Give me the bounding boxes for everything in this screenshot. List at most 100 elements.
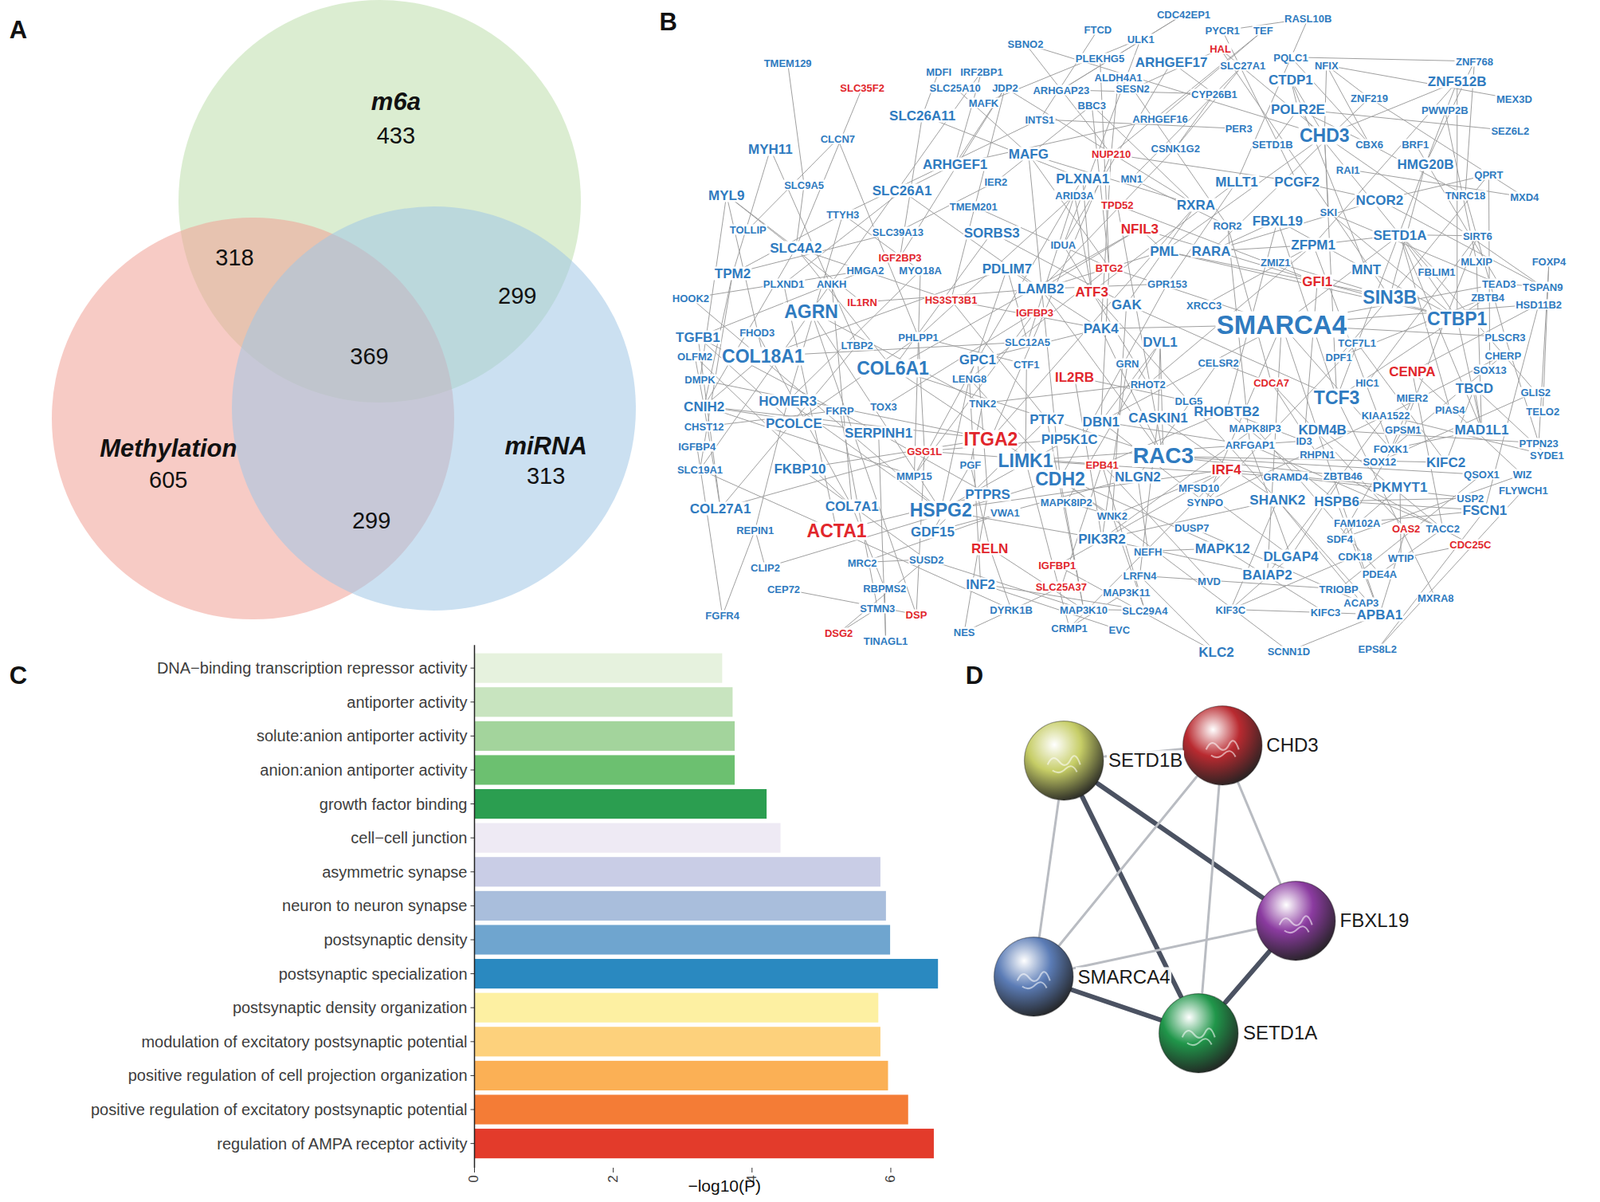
network-edge — [1328, 211, 1457, 318]
gene-label: TACC2 — [1425, 523, 1461, 534]
gene-label: SLC25A37 — [1035, 581, 1088, 593]
axis-title: −log10(P) — [687, 1176, 761, 1195]
gene-label: MXD4 — [1509, 192, 1540, 203]
network-edge — [1425, 81, 1458, 165]
gene-label: TINAGL1 — [862, 635, 910, 647]
gene-label: RASL10B — [1283, 13, 1333, 24]
gene-label: MYL9 — [707, 188, 746, 202]
gene-label: SLC35F2 — [839, 82, 886, 94]
category-label: antiporter activity — [346, 693, 467, 710]
gene-label: CSNK1G2 — [1150, 142, 1201, 153]
gene-label: DLGAP4 — [1262, 549, 1319, 563]
network-edge — [699, 379, 991, 439]
gene-label: SETD1A — [1372, 227, 1428, 242]
gene-label: IER2 — [983, 176, 1008, 187]
category-label: modulation of excitatory postsynaptic po… — [141, 1032, 467, 1050]
category-label: positive regulation of cell projection o… — [128, 1066, 468, 1084]
category-label: postsynaptic specialization — [278, 964, 468, 982]
gene-label: CTF1 — [1012, 359, 1041, 370]
gene-label: IL2RB — [1054, 369, 1095, 384]
sphere-graphic — [1157, 992, 1240, 1074]
gene-label: CDK18 — [1337, 550, 1373, 561]
category-label: solute:anion antiporter activity — [256, 727, 468, 745]
gene-label: CTBP1 — [1426, 309, 1488, 328]
gene-label: SBNO2 — [1007, 39, 1045, 50]
network-edge — [893, 228, 1141, 369]
network-edge — [1160, 341, 1164, 456]
gene-label: ARHGAP23 — [1031, 84, 1091, 95]
gene-label: CLIP2 — [749, 562, 781, 573]
network-edge — [918, 337, 926, 451]
gene-label: MAPK12 — [1194, 541, 1251, 555]
gene-label: RHOBTB2 — [1192, 404, 1260, 419]
gene-label: COL27A1 — [689, 501, 753, 515]
gene-label: MMP15 — [895, 470, 934, 481]
network-edge — [690, 298, 942, 510]
gene-label: SMARCA4 — [1215, 311, 1348, 338]
gene-label: FKBP10 — [772, 461, 827, 475]
gene-label: NCOR2 — [1355, 192, 1405, 207]
gene-label: IGFBP4 — [677, 440, 717, 451]
network-edge — [1250, 444, 1444, 529]
tick-label: 6 — [883, 1174, 899, 1182]
interaction-edge — [1059, 776, 1197, 946]
gene-label: HOMER3 — [757, 394, 818, 408]
gene-label: MAP3K11 — [1101, 586, 1151, 597]
network-edge — [1062, 244, 1148, 384]
protein-ribbon — [1047, 755, 1081, 773]
gene-label: RHOT2 — [1129, 378, 1167, 389]
network-edge — [1061, 14, 1185, 91]
gene-label: VWA1 — [989, 506, 1021, 518]
sphere-body — [994, 937, 1074, 1016]
gene-label: SLC9A5 — [783, 179, 825, 190]
network-edge — [1379, 200, 1543, 287]
gene-label: HAL — [1208, 43, 1232, 55]
gene-label: DBN1 — [1082, 414, 1121, 428]
gene-label: CHST12 — [683, 421, 726, 432]
network-edge — [851, 505, 885, 588]
gene-label: STMN3 — [858, 603, 896, 614]
bar — [474, 1094, 908, 1124]
gene-label: LTBP2 — [840, 339, 875, 350]
gene-label: WNK2 — [1096, 509, 1129, 521]
gene-label: CBX6 — [1354, 138, 1385, 150]
network-edge — [989, 548, 1084, 610]
gene-label: ACTA1 — [806, 521, 868, 540]
gene-label: ARFGAP1 — [1224, 439, 1276, 451]
gene-label: ID3 — [1294, 435, 1313, 447]
network-edge — [1222, 548, 1326, 613]
network-edge — [1040, 288, 1164, 456]
gene-label: SKI — [1318, 207, 1338, 218]
protein-name: FBXL19 — [1338, 910, 1412, 931]
protein-name: SMARCA4 — [1075, 966, 1172, 987]
gene-label: TTYH3 — [825, 208, 860, 220]
gene-label: XRCC3 — [1185, 299, 1223, 310]
network-edge — [1131, 65, 1244, 179]
network-edge — [836, 530, 1012, 610]
set-name: m6a — [371, 89, 421, 116]
sphere-graphic — [1023, 719, 1105, 801]
gene-label: CYP26B1 — [1190, 88, 1239, 99]
gene-label: FBXL19 — [1251, 213, 1304, 228]
gene-label: ALDH4A1 — [1094, 72, 1144, 83]
gene-label: SOX13 — [1472, 364, 1508, 375]
gene-label: ZFPM1 — [1290, 238, 1337, 252]
sphere-body — [1024, 720, 1104, 800]
gene-label: REPIN1 — [735, 524, 775, 535]
bar — [474, 653, 722, 683]
panel-letter: A — [9, 17, 28, 44]
protein-sphere: SMARCA4 — [992, 935, 1075, 1017]
network-edge — [955, 87, 1029, 154]
protein-name: SETD1A — [1241, 1022, 1319, 1043]
gene-label: HMGA2 — [845, 265, 885, 276]
protein-sphere: SETD1B — [1023, 719, 1105, 801]
set-count: 605 — [149, 467, 188, 492]
gene-label: KDM4B — [1297, 423, 1347, 437]
gene-label: FBLIM1 — [1417, 266, 1457, 277]
gene-label: DSG2 — [823, 627, 854, 638]
network-edge — [793, 337, 918, 424]
network-edge — [843, 119, 1040, 215]
gene-label: PIP5K1C — [1040, 431, 1099, 446]
gene-label: PCGF2 — [1273, 174, 1321, 189]
gene-label: CRMP1 — [1050, 622, 1089, 633]
